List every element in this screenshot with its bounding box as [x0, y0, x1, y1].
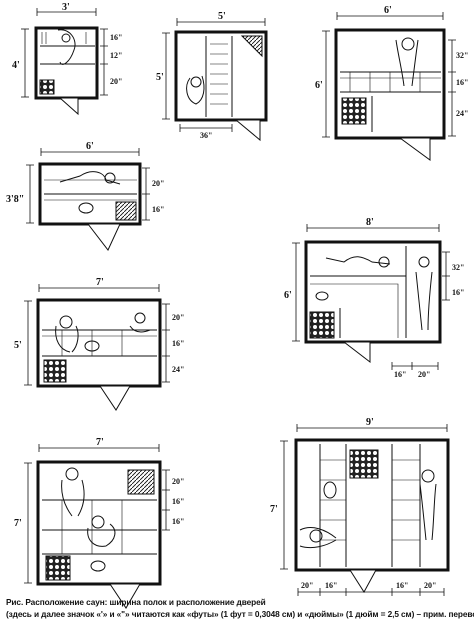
- plan-4-height-label: 3'8": [6, 194, 24, 205]
- plan-6-heater: [43, 359, 67, 383]
- plan-8-person: [309, 529, 323, 543]
- plan-5-height-label: 6': [284, 290, 292, 301]
- plan-7-bucket: [90, 560, 106, 572]
- plan-2-bottom-label: 36": [200, 131, 212, 140]
- plan-7-bench-heater-screen: [127, 469, 155, 495]
- plan-8-width-label: 9': [366, 417, 374, 428]
- plan-1-bench-slats: [41, 32, 87, 44]
- plan-2-door: [234, 119, 261, 142]
- plan-3-person: [401, 37, 415, 51]
- plan-2-walls: [174, 30, 268, 122]
- plan-8-heater: [349, 449, 379, 479]
- figure-caption: Рис. Расположение саун: ширина полок и р…: [6, 596, 474, 620]
- plan-8-bottom-label: 20": [301, 581, 313, 590]
- plan-2-person: [190, 76, 202, 88]
- plan-1-heater: [39, 79, 55, 95]
- plan-2-height-label: 5': [156, 72, 164, 83]
- plan-7-person: [65, 467, 79, 481]
- plan-6-bucket: [84, 340, 100, 352]
- plan-8x6: [292, 224, 450, 370]
- plan-2-heater: [240, 35, 263, 58]
- plan-6-person: [59, 315, 73, 329]
- plan-2-width-label: 5': [218, 11, 226, 22]
- plan-6-door: [99, 385, 131, 411]
- plan-6-side-label: 24": [172, 365, 184, 374]
- plan-6-side-label: 16": [172, 339, 184, 348]
- plan-7-person: [91, 515, 105, 529]
- plan-7-heater: [45, 555, 71, 581]
- plan-5-heater: [309, 311, 335, 339]
- plan-1-side-label: 20": [110, 77, 122, 86]
- plan-7-door: [109, 583, 141, 609]
- plan-4-door: [86, 223, 121, 251]
- plan-5x5: [162, 18, 268, 142]
- plan-7x5: [24, 284, 170, 411]
- plan-4-side-label: 20": [152, 179, 164, 188]
- plan-4-person: [59, 171, 121, 185]
- plan-5-side-label: 16": [452, 288, 464, 297]
- plan-6-width-label: 7': [96, 277, 104, 288]
- plan-3-height-label: 6': [315, 80, 323, 91]
- plan-1-side-label: 12": [110, 51, 122, 60]
- plan-7-side-label: 16": [172, 517, 184, 526]
- plan-8-bottom-label: 16": [325, 581, 337, 590]
- plan-5-person: [418, 256, 430, 268]
- plan-7-width-label: 7': [96, 437, 104, 448]
- plan-4-heater: [115, 201, 137, 221]
- plan-1-person: [61, 33, 71, 43]
- plan-6x3-8: [26, 148, 150, 251]
- plan-8-bucket: [323, 481, 337, 499]
- plan-6-person: [134, 312, 146, 324]
- caption-line-2: (здесь и далее значок «'» и «"» читаются…: [6, 609, 474, 619]
- plan-3-side-label: 32": [456, 51, 468, 60]
- plan-9x7: [280, 424, 450, 596]
- plan-3-side-label: 24": [456, 109, 468, 118]
- plan-2-bench-slats: [210, 43, 228, 105]
- plan-3-heater: [341, 97, 367, 125]
- plan-5-person: [325, 256, 391, 265]
- plan-8-bottom-label: 16": [396, 581, 408, 590]
- plan-6-height-label: 5': [14, 340, 22, 351]
- plan-8-person: [421, 469, 435, 483]
- plan-4-bucket: [78, 202, 94, 214]
- caption-line-1: Рис. Расположение саун: ширина полок и р…: [6, 597, 266, 607]
- plan-7-side-label: 20": [172, 477, 184, 486]
- plan-3-side-label: 16": [456, 78, 468, 87]
- plan-5-bottom-label: 20": [418, 370, 430, 379]
- plan-8-bottom-label: 20": [424, 581, 436, 590]
- plan-6-side-label: 20": [172, 313, 184, 322]
- plan-7x7: [24, 444, 170, 609]
- plan-3x4: [21, 8, 108, 116]
- plan-7-side-label: 16": [172, 497, 184, 506]
- plan-1-person: [57, 29, 76, 65]
- plan-6x6: [322, 12, 456, 161]
- plan-4-width-label: 6': [86, 141, 94, 152]
- plan-1-side-label: 16": [110, 33, 122, 42]
- plan-5-width-label: 8': [366, 217, 374, 228]
- plan-1-height-label: 4': [12, 60, 20, 71]
- plan-8-height-label: 7': [270, 504, 278, 515]
- plan-4-side-label: 16": [152, 205, 164, 214]
- plan-5-door: [342, 341, 371, 364]
- plan-7-height-label: 7': [14, 518, 22, 529]
- plan-8-door: [349, 569, 377, 593]
- plan-1-door: [58, 97, 79, 116]
- plan-5-bucket: [315, 291, 329, 301]
- plan-5-side-label: 32": [452, 263, 464, 272]
- plan-3-door: [398, 137, 431, 161]
- plan-1-width-label: 3': [62, 2, 70, 13]
- plan-3-width-label: 6': [384, 5, 392, 16]
- plan-5-bottom-label: 16": [394, 370, 406, 379]
